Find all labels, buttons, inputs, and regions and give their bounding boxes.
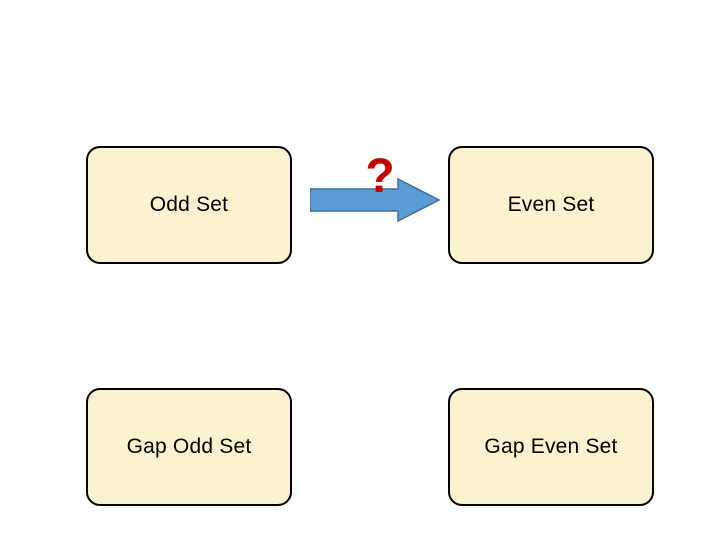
question-mark-annotation: ? bbox=[365, 150, 395, 203]
node-even-set[interactable]: Even Set bbox=[448, 146, 654, 264]
node-gap-odd-set-label: Gap Odd Set bbox=[126, 435, 252, 458]
node-even-set-label: Even Set bbox=[507, 193, 595, 216]
arrow-right-icon bbox=[310, 178, 440, 222]
node-odd-set[interactable]: Odd Set bbox=[86, 146, 292, 264]
node-gap-even-set-label: Gap Even Set bbox=[484, 435, 618, 458]
node-gap-odd-set[interactable]: Gap Odd Set bbox=[86, 388, 292, 506]
node-odd-set-label: Odd Set bbox=[149, 193, 229, 216]
node-gap-even-set[interactable]: Gap Even Set bbox=[448, 388, 654, 506]
